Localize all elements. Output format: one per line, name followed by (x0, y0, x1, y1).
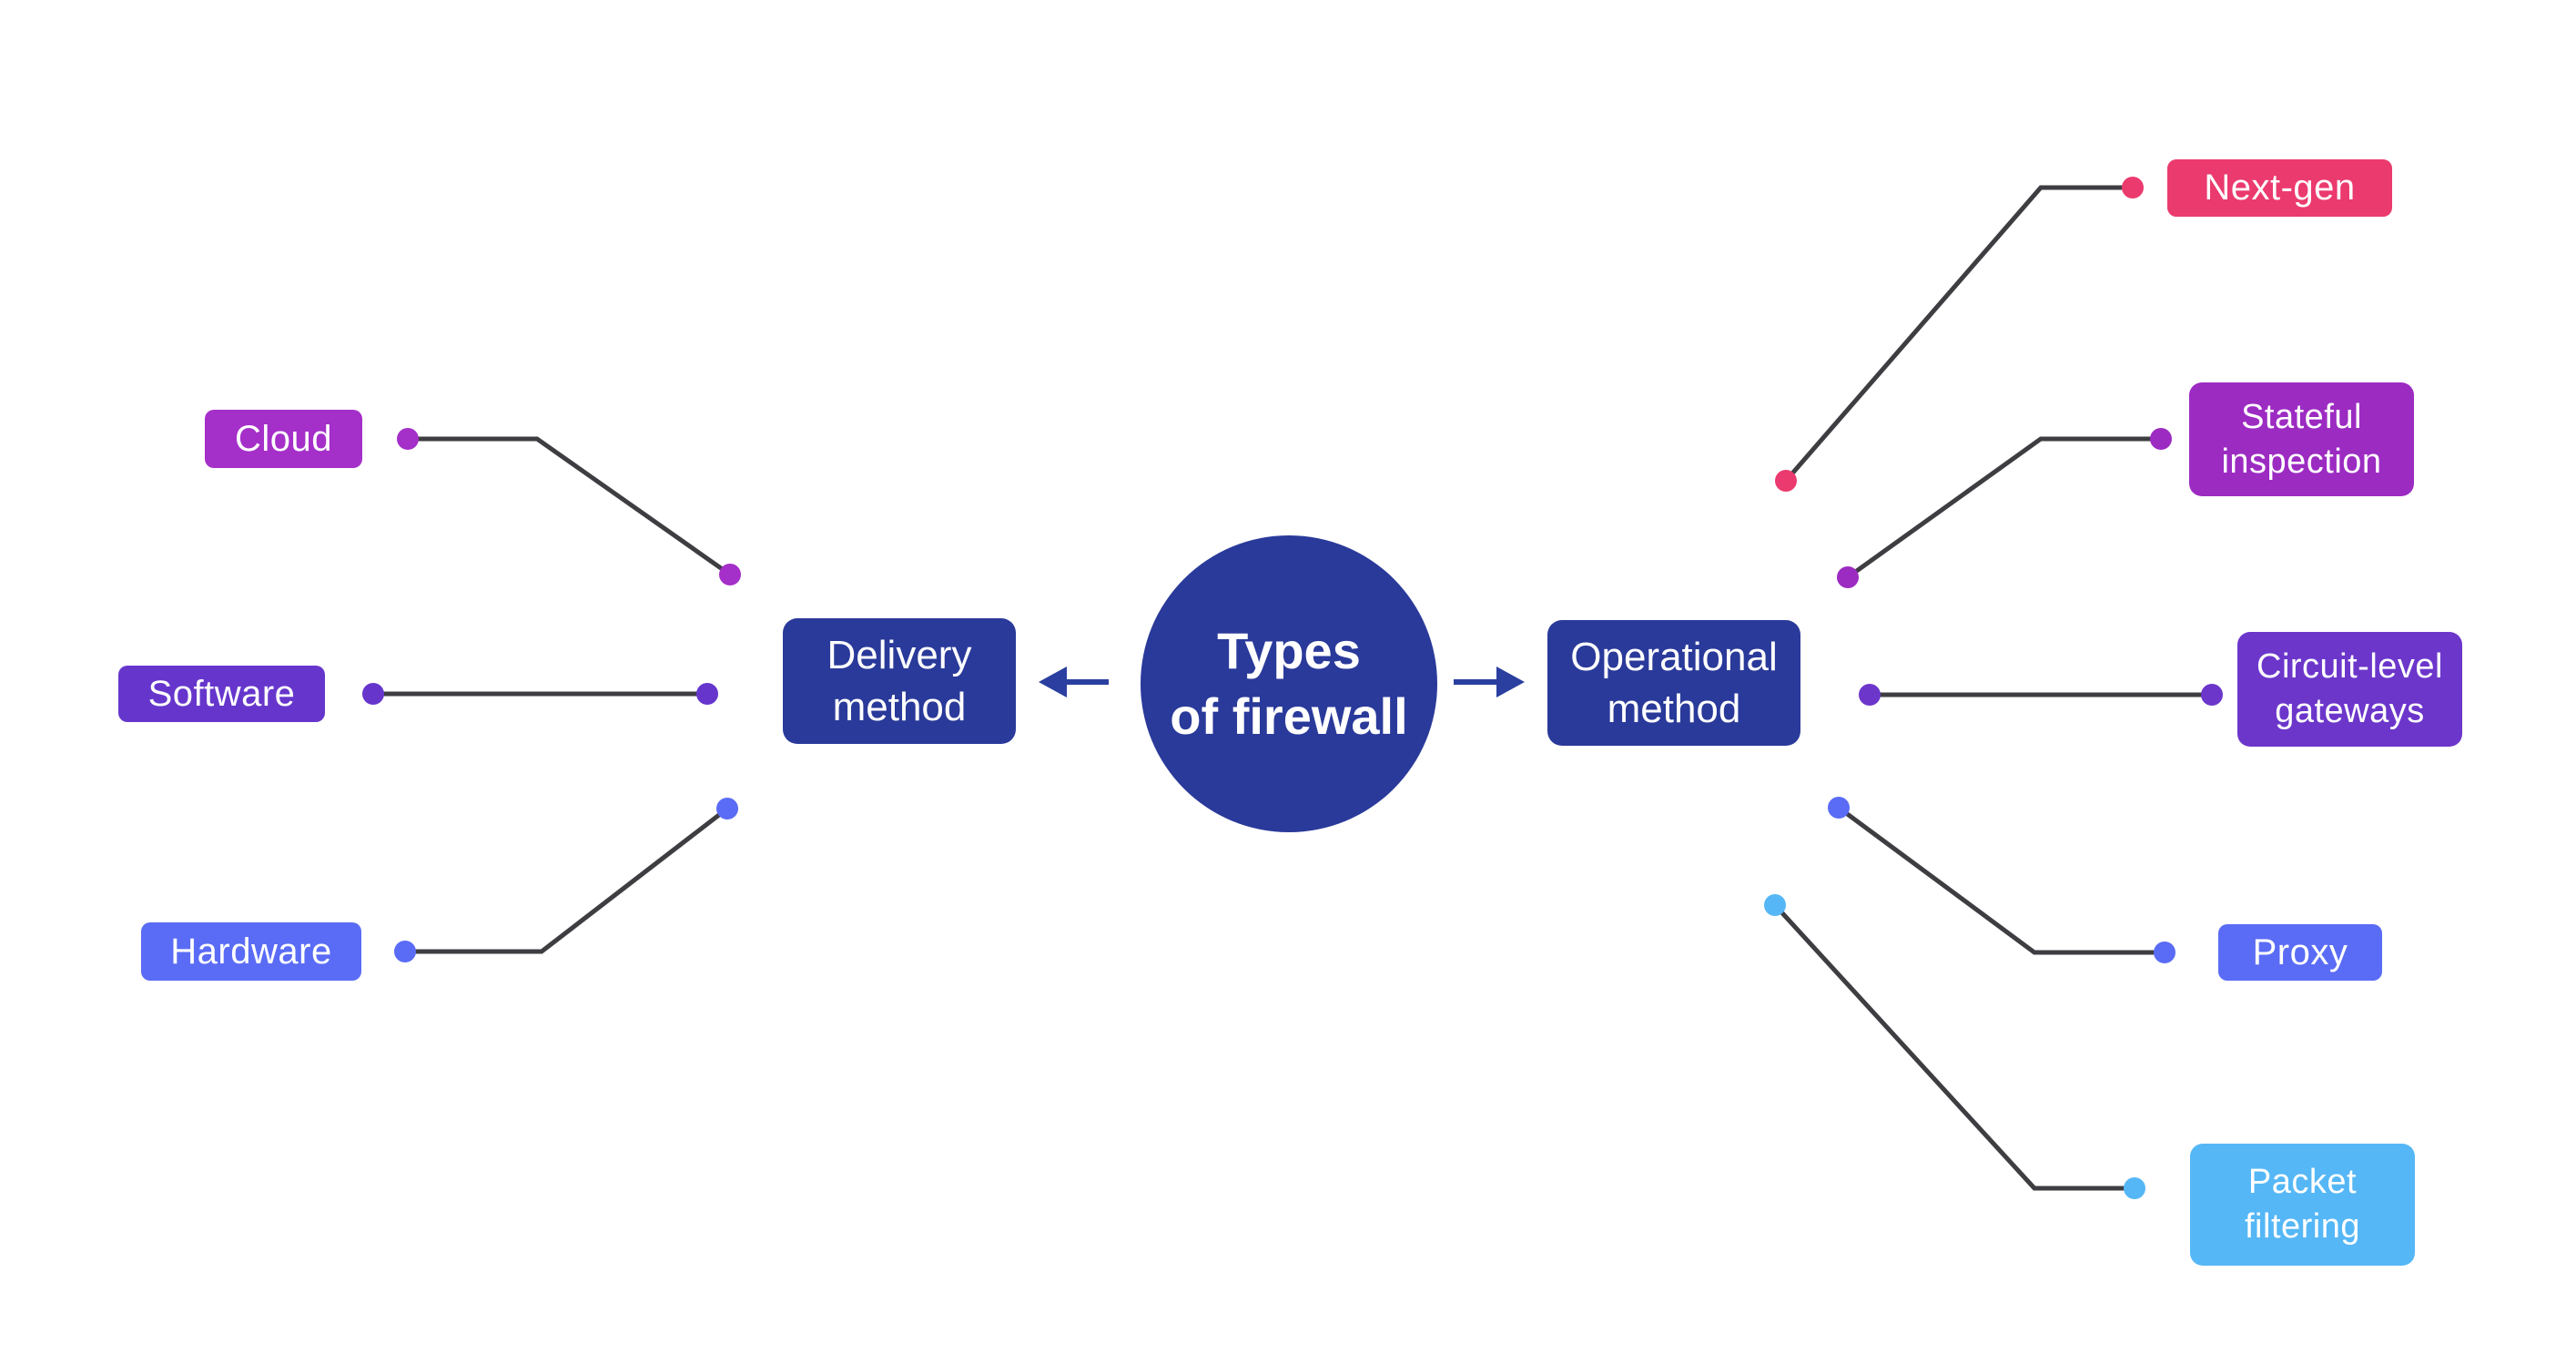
leaf-circuit-line1: Circuit-level (2257, 647, 2443, 686)
leaf-node-stateful-inspection: Stateful inspection (2189, 382, 2414, 496)
leaf-packet-line2: filtering (2245, 1207, 2360, 1246)
connector-proxy (1828, 797, 2175, 963)
center-node-types-of-firewall: Types of firewall (1141, 535, 1437, 832)
connector-dot (716, 798, 738, 819)
connector-dot (2201, 684, 2223, 706)
branch-node-operational-method: Operational method (1547, 620, 1800, 746)
connector-nextgen (1775, 177, 2144, 492)
branch-node-delivery-method: Delivery method (783, 618, 1016, 744)
leaf-hardware-label: Hardware (170, 931, 332, 972)
arrow-left-icon (1039, 667, 1109, 697)
leaf-packet-line1: Packet (2247, 1163, 2358, 1201)
connector-dot (1837, 566, 1859, 588)
leaf-node-packet-filtering: Packet filtering (2190, 1144, 2415, 1266)
leaf-node-next-gen: Next-gen (2167, 159, 2392, 217)
connector-dot (1859, 684, 1881, 706)
connector-dot (1775, 470, 1797, 492)
connector-dot (362, 683, 384, 705)
leaf-node-hardware: Hardware (141, 922, 361, 981)
leaf-software-label: Software (147, 673, 296, 714)
connector-dot (2122, 177, 2144, 198)
leaf-circuit-line2: gateways (2275, 692, 2425, 730)
connector-hardware (394, 798, 738, 962)
branch-delivery-line1: Delivery (827, 633, 972, 677)
leaf-node-software: Software (118, 666, 325, 722)
arrow-right-icon (1454, 667, 1525, 697)
connector-software (362, 683, 718, 705)
connector-dot (394, 941, 416, 962)
branch-operational-line2: method (1607, 687, 1741, 731)
leaf-nextgen-label: Next-gen (2204, 168, 2356, 208)
connector-dot (2124, 1177, 2145, 1199)
connector-stateful (1837, 428, 2172, 588)
leaf-node-proxy: Proxy (2218, 924, 2382, 981)
connector-dot (2150, 428, 2172, 450)
leaf-proxy-label: Proxy (2252, 931, 2348, 972)
connector-cloud (397, 428, 741, 585)
branch-delivery-line2: method (832, 685, 967, 729)
connector-dot (2154, 942, 2175, 963)
connector-dot (696, 683, 718, 705)
connector-dot (397, 428, 419, 450)
connector-dot (1764, 894, 1786, 916)
connector-dot (1828, 797, 1850, 819)
branch-operational-line1: Operational (1570, 635, 1778, 679)
connector-packet (1764, 894, 2145, 1199)
leaf-stateful-line2: inspection (2221, 442, 2382, 481)
center-node-line2: of firewall (1170, 687, 1408, 745)
leaf-stateful-line1: Stateful (2241, 397, 2362, 436)
center-node-line1: Types (1217, 622, 1361, 679)
leaf-node-circuit-level-gateways: Circuit-level gateways (2237, 632, 2462, 747)
connector-circuit (1859, 684, 2223, 706)
leaf-node-cloud: Cloud (205, 410, 362, 468)
leaf-cloud-label: Cloud (234, 418, 332, 459)
connector-dot (719, 564, 741, 585)
